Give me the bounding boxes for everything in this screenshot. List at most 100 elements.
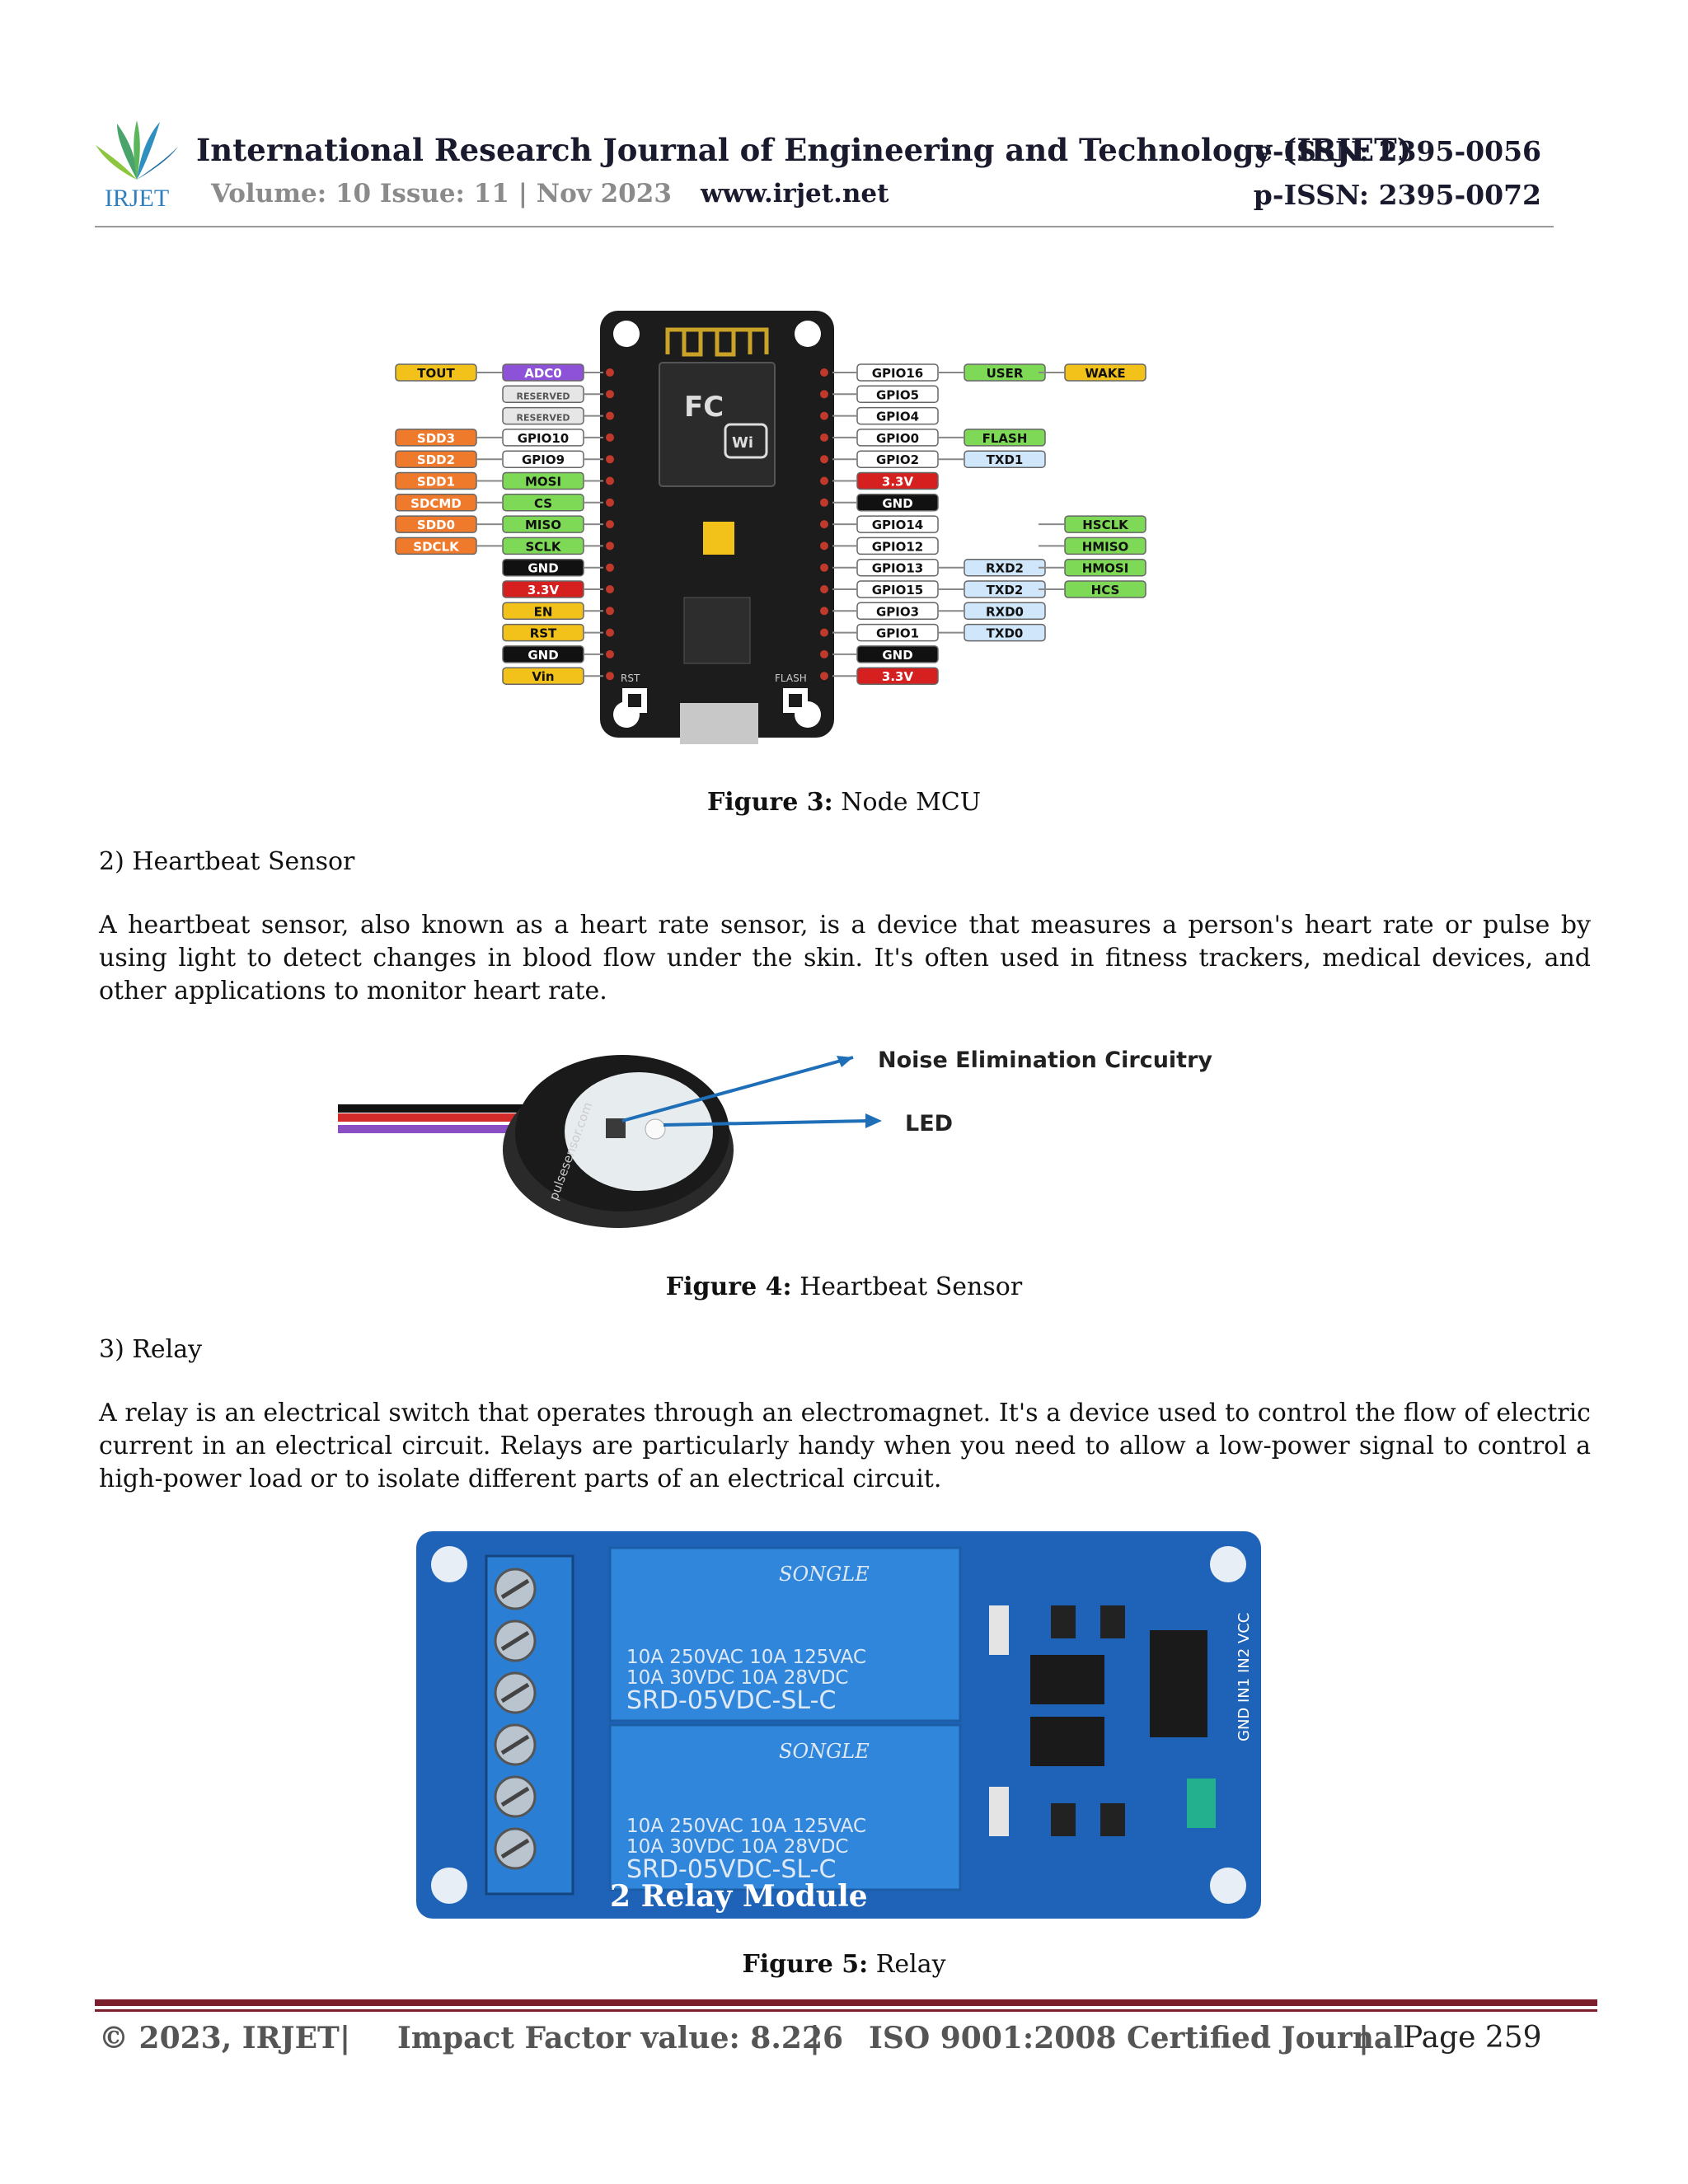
nodemcu-right-label: USER [964, 363, 1046, 382]
relay-2-model: SRD-05VDC-SL-C [626, 1855, 836, 1884]
header-pin-dot [820, 498, 828, 507]
svg-text:HSCLK: HSCLK [1082, 518, 1129, 532]
header-pin-dot [606, 628, 614, 637]
label-noise-elimination: Noise Elimination Circuitry [878, 1047, 1212, 1073]
header-pin-dot [606, 520, 614, 529]
nodemcu-right-label: RXD2 [964, 558, 1046, 577]
terminal-screw-slot [500, 1734, 530, 1755]
wire-red [338, 1113, 544, 1122]
volume-issue: Volume: 10 Issue: 11 | Nov 2023 [211, 179, 672, 209]
footer-separator: | [1358, 2021, 1370, 2055]
figure-3-title: Node MCU [832, 788, 982, 817]
header-pin-dot [820, 476, 828, 485]
svg-text:SDD1: SDD1 [417, 475, 455, 490]
label-led: LED [905, 1111, 953, 1137]
header-pin-dot [606, 411, 614, 420]
terminal-screw-slot [500, 1786, 530, 1807]
optocoupler-2 [1030, 1717, 1104, 1766]
svg-text:GND: GND [528, 648, 558, 663]
header-pin-dot [820, 541, 828, 551]
flash-button-inner [789, 694, 802, 707]
svg-text:3.3V: 3.3V [528, 583, 560, 598]
svg-text:GND: GND [882, 496, 912, 511]
figure-5-label: Figure 5: [742, 1950, 869, 1979]
diode [989, 1787, 1009, 1836]
footer-impact-factor: Impact Factor value: 8.226 [397, 2021, 844, 2055]
nodemcu-left-pin: RESERVED [502, 406, 584, 425]
svg-text:SDD0: SDD0 [417, 518, 455, 532]
figure-5-relay-module: SONGLE 10A 250VAC 10A 125VAC 10A 30VDC 1… [416, 1531, 1261, 1919]
wire-black [338, 1104, 544, 1113]
nodemcu-right-label: HSCLK [1064, 515, 1146, 533]
nodemcu-left-pin: GPIO10 [502, 429, 584, 447]
footer-separator: | [809, 2021, 821, 2055]
svg-text:ADC0: ADC0 [524, 366, 562, 381]
svg-text:EN: EN [534, 604, 553, 619]
svg-text:TOUT: TOUT [417, 366, 455, 381]
figure-4-label: Figure 4: [665, 1272, 792, 1301]
svg-text:RST: RST [530, 626, 557, 641]
resistor [1100, 1803, 1125, 1836]
nodemcu-left-pin: RST [502, 623, 584, 642]
svg-text:SDCLK: SDCLK [413, 539, 460, 554]
relay-1 [608, 1546, 962, 1722]
svg-text:TXD0: TXD0 [987, 626, 1024, 641]
rst-button-inner [628, 694, 641, 707]
relay-1-rating-2: 10A 30VDC 10A 28VDC [626, 1667, 848, 1689]
header-pin-dot [606, 607, 614, 616]
svg-text:FLASH: FLASH [982, 431, 1028, 446]
nodemcu-left-pin: 3.3V [502, 580, 584, 598]
nodemcu-left-label: SDD0 [395, 515, 477, 533]
svg-text:GPIO9: GPIO9 [522, 452, 565, 467]
nodemcu-right-pin: 3.3V [856, 667, 939, 685]
figure-4-caption: Figure 4: Heartbeat Sensor [0, 1272, 1688, 1301]
arrow-led-head [865, 1113, 882, 1128]
nodemcu-left-pin: ADC0 [502, 363, 584, 382]
nodemcu-left-pin: RESERVED [502, 385, 584, 404]
nodemcu-right-pin: GPIO3 [856, 602, 939, 621]
pin-header-labels: GND IN1 IN2 VCC [1236, 1613, 1253, 1741]
svg-text:GPIO12: GPIO12 [872, 539, 924, 554]
header-pin-dot [606, 672, 614, 681]
nodemcu-right-pin: GND [856, 494, 939, 512]
header-pin-dot [606, 390, 614, 399]
nodemcu-left-pin: SCLK [502, 537, 584, 555]
section-heading-heartbeat: 2) Heartbeat Sensor [99, 847, 355, 876]
svg-text:CS: CS [534, 496, 552, 511]
svg-text:SDD3: SDD3 [417, 431, 455, 446]
paragraph-relay: A relay is an electrical switch that ope… [99, 1399, 1591, 1493]
resistor [1051, 1605, 1076, 1638]
section-heading-relay: 3) Relay [99, 1335, 203, 1364]
resistor [1051, 1803, 1076, 1836]
svg-text:SDCMD: SDCMD [410, 496, 462, 511]
svg-text:USER: USER [987, 366, 1024, 381]
svg-text:TXD1: TXD1 [987, 452, 1024, 467]
nodemcu-left-pin: GPIO9 [502, 450, 584, 468]
nodemcu-right-pin: GPIO4 [856, 406, 939, 425]
mounting-hole [431, 1868, 467, 1904]
header-pin-dot [820, 433, 828, 442]
svg-text:GND: GND [528, 561, 558, 576]
nodemcu-right-label: HMOSI [1064, 558, 1146, 577]
p-issn: p-ISSN: 2395-0072 [1253, 179, 1541, 211]
svg-text:SCLK: SCLK [526, 539, 562, 554]
relay-2 [608, 1723, 962, 1891]
svg-text:GND: GND [882, 648, 912, 663]
mounting-hole [1210, 1546, 1246, 1582]
svg-text:TXD2: TXD2 [987, 583, 1024, 598]
paragraph-heartbeat: A heartbeat sensor, also known as a hear… [99, 911, 1591, 1005]
svg-text:RXD2: RXD2 [986, 561, 1024, 576]
fcc-mark: FC [684, 391, 724, 424]
relay-2-rating-1: 10A 250VAC 10A 125VAC [626, 1816, 866, 1837]
nodemcu-right-pin: GPIO5 [856, 385, 939, 404]
nodemcu-left-pin: CS [502, 494, 584, 512]
nodemcu-right-label: HCS [1064, 580, 1146, 598]
irjet-logo: IRJET [92, 115, 181, 213]
footer-iso: ISO 9001:2008 Certified Journal [869, 2021, 1404, 2055]
svg-text:GPIO4: GPIO4 [876, 410, 919, 424]
svg-text:GPIO1: GPIO1 [876, 626, 919, 641]
journal-website: www.irjet.net [701, 179, 889, 209]
nodemcu-right-label: FLASH [964, 429, 1046, 447]
wifi-mark: Wi [732, 434, 753, 452]
svg-text:HCS: HCS [1091, 583, 1120, 598]
